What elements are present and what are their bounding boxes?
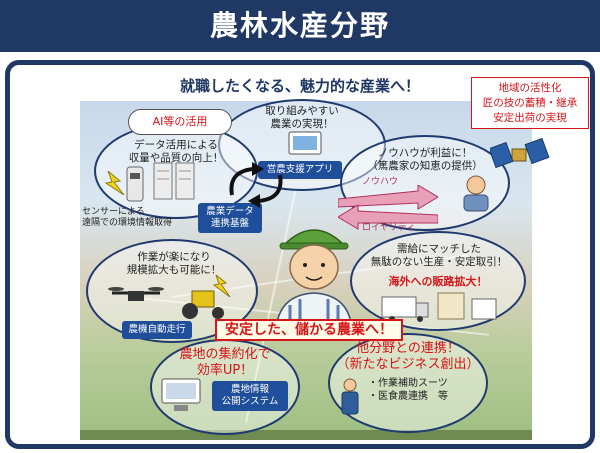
platform-line-1: 農業データ xyxy=(206,206,254,217)
satellite-icon xyxy=(490,137,550,169)
arrow-label-royalty: ロイヤリティ xyxy=(362,223,416,233)
app-label: 営農支援アプリ xyxy=(258,161,342,179)
knowhow-line-2: （篤農家の知恵の提供） xyxy=(367,160,483,172)
diagram-frame: 就職したくなる、魅力的な産業へ！ 地域の活性化 匠の技の蓄積・継承 安定出荷の実… xyxy=(5,60,595,449)
collab-items: ・作業補助スーツ ・医食農連携 等 xyxy=(368,377,478,403)
note-line-2: 匠の技の蓄積・継承 xyxy=(482,97,578,109)
collab-item-2: ・医食農連携 等 xyxy=(368,391,448,402)
auto-label: 農機自動走行 xyxy=(122,321,192,339)
note-line-1: 地域の活性化 xyxy=(498,82,562,94)
ai-cloud: AI等の活用 xyxy=(128,109,232,135)
sensor-caption: センサーによる 遠隔での環境情報取得 xyxy=(82,207,192,229)
farmer-illustration xyxy=(275,229,353,331)
cycle-arrow-icon xyxy=(229,162,283,208)
arrow-label-knowhow: ノウハウ xyxy=(362,177,399,187)
tractor-icon xyxy=(182,290,224,319)
sensor-caption-2: 遠隔での環境情報取得 xyxy=(82,218,173,228)
headline: 就職したくなる、魅力的な産業へ！ xyxy=(179,77,420,95)
elder-farmer-icon xyxy=(463,175,489,212)
drone-icon xyxy=(108,287,164,301)
auto-line-2: 規模拡大も可能に！ xyxy=(126,264,222,276)
land-line-2: 効率UP！ xyxy=(196,363,254,378)
logistics-icon xyxy=(381,292,497,322)
sensor-icon xyxy=(126,166,144,202)
platform-line-2: 連携基盤 xyxy=(210,218,249,229)
top-line-1: 取り組みやすい xyxy=(265,105,339,117)
server-icon xyxy=(153,162,195,200)
data-line-1: データ活用による xyxy=(134,139,218,151)
auto-line-1: 作業が楽になり xyxy=(137,251,211,263)
land-line-1: 農地の集約化で xyxy=(179,347,271,362)
supply-line-2: 無駄のない生産・安定取引！ xyxy=(370,256,508,268)
supply-red-text: 海外への販路拡大！ xyxy=(388,275,488,288)
center-banner: 安定した、儲かる農業へ！ xyxy=(215,319,403,341)
land-label: 農地情報 公開システム xyxy=(212,381,288,411)
platform-label: 農業データ 連携基盤 xyxy=(198,203,262,233)
computer-icon xyxy=(161,378,201,411)
collab-line-1: 他分野との連携！ xyxy=(356,341,460,356)
lightning-icon xyxy=(104,171,125,195)
data-line-2: 収量や品質の向上！ xyxy=(128,152,224,164)
data-ellipse-text: データ活用による 収量や品質の向上！ xyxy=(114,139,238,165)
exchange-arrows-icon xyxy=(338,185,438,230)
lightning-icon xyxy=(212,275,231,297)
note-box: 地域の活性化 匠の技の蓄積・継承 安定出荷の実現 xyxy=(471,77,589,129)
land-label-1: 農地情報 xyxy=(230,384,269,395)
sensor-caption-1: センサーによる xyxy=(82,207,145,217)
collab-ellipse-text: 他分野との連携！ （新たなビジネス創出） xyxy=(332,341,484,373)
supply-line-1: 需給にマッチした xyxy=(397,243,481,255)
knowhow-line-1: ノウハウが利益に！ xyxy=(377,147,473,159)
supply-ellipse-text: 需給にマッチした 無駄のない生産・安定取引！ xyxy=(366,243,512,269)
page-title: 農林水産分野 xyxy=(0,0,600,52)
top-ellipse-text: 取り組みやすい 農業の実現！ xyxy=(240,105,364,131)
land-ellipse-text: 農地の集約化で 効率UP！ xyxy=(160,347,290,379)
collab-line-2: （新たなビジネス創出） xyxy=(336,357,480,372)
tablet-icon xyxy=(288,131,322,155)
auto-ellipse-text: 作業が楽になり 規模拡大も可能に！ xyxy=(114,251,234,277)
worker-icon xyxy=(341,378,359,415)
collab-item-1: ・作業補助スーツ xyxy=(368,378,448,389)
field-band xyxy=(80,430,532,440)
land-label-2: 公開システム xyxy=(221,396,279,407)
note-line-3: 安定出荷の実現 xyxy=(493,112,567,124)
knowhow-ellipse-text: ノウハウが利益に！ （篤農家の知恵の提供） xyxy=(362,147,488,173)
top-line-2: 農業の実現！ xyxy=(270,118,334,130)
